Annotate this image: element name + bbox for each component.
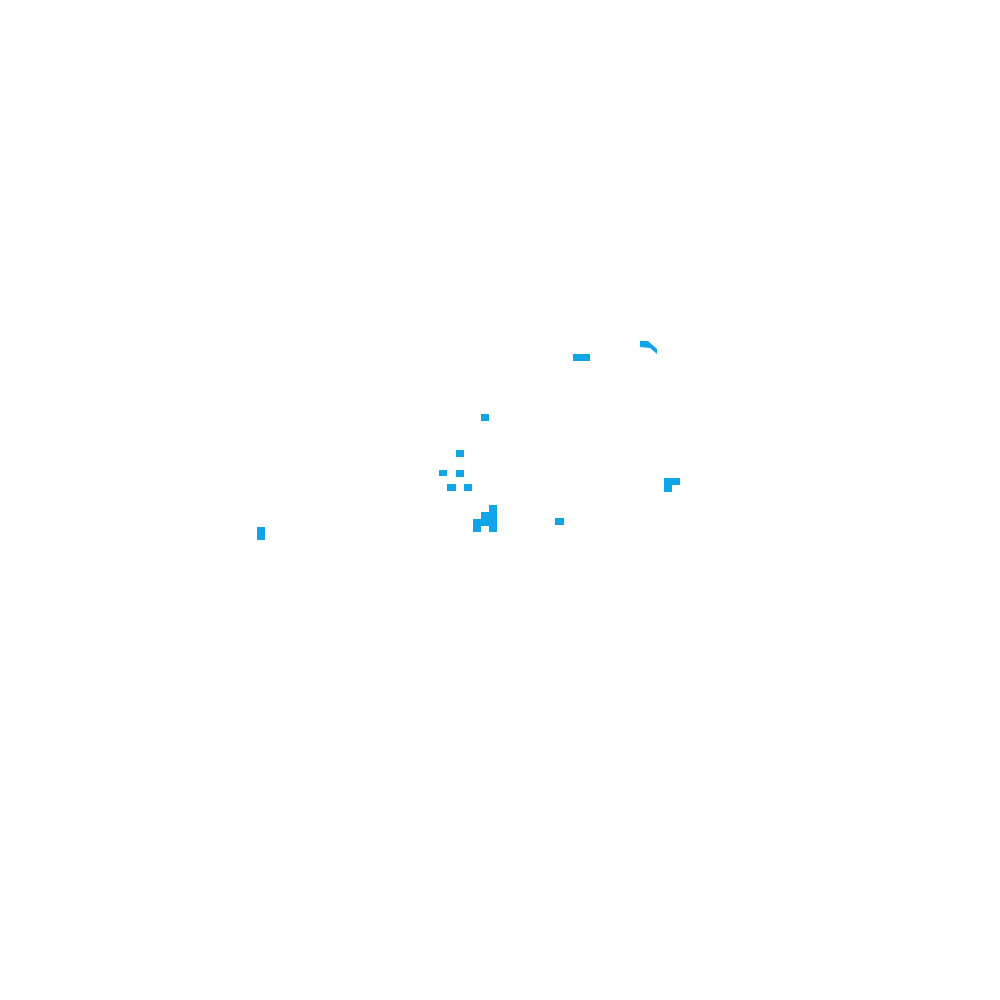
fragment-dot [464,484,472,491]
fragment-cluster [473,505,497,532]
fragment-dot [555,518,564,525]
fragment-dash [573,354,590,361]
fragment-corner [664,478,680,492]
fragment-group [257,341,680,540]
fragment-dot [481,414,489,421]
fragment-dot [456,450,464,457]
fragment-dot [257,527,265,540]
fragment-dot [439,470,447,476]
fragment-hook [640,341,657,354]
fragment-dot [456,470,464,477]
fragment-dot [447,484,456,491]
